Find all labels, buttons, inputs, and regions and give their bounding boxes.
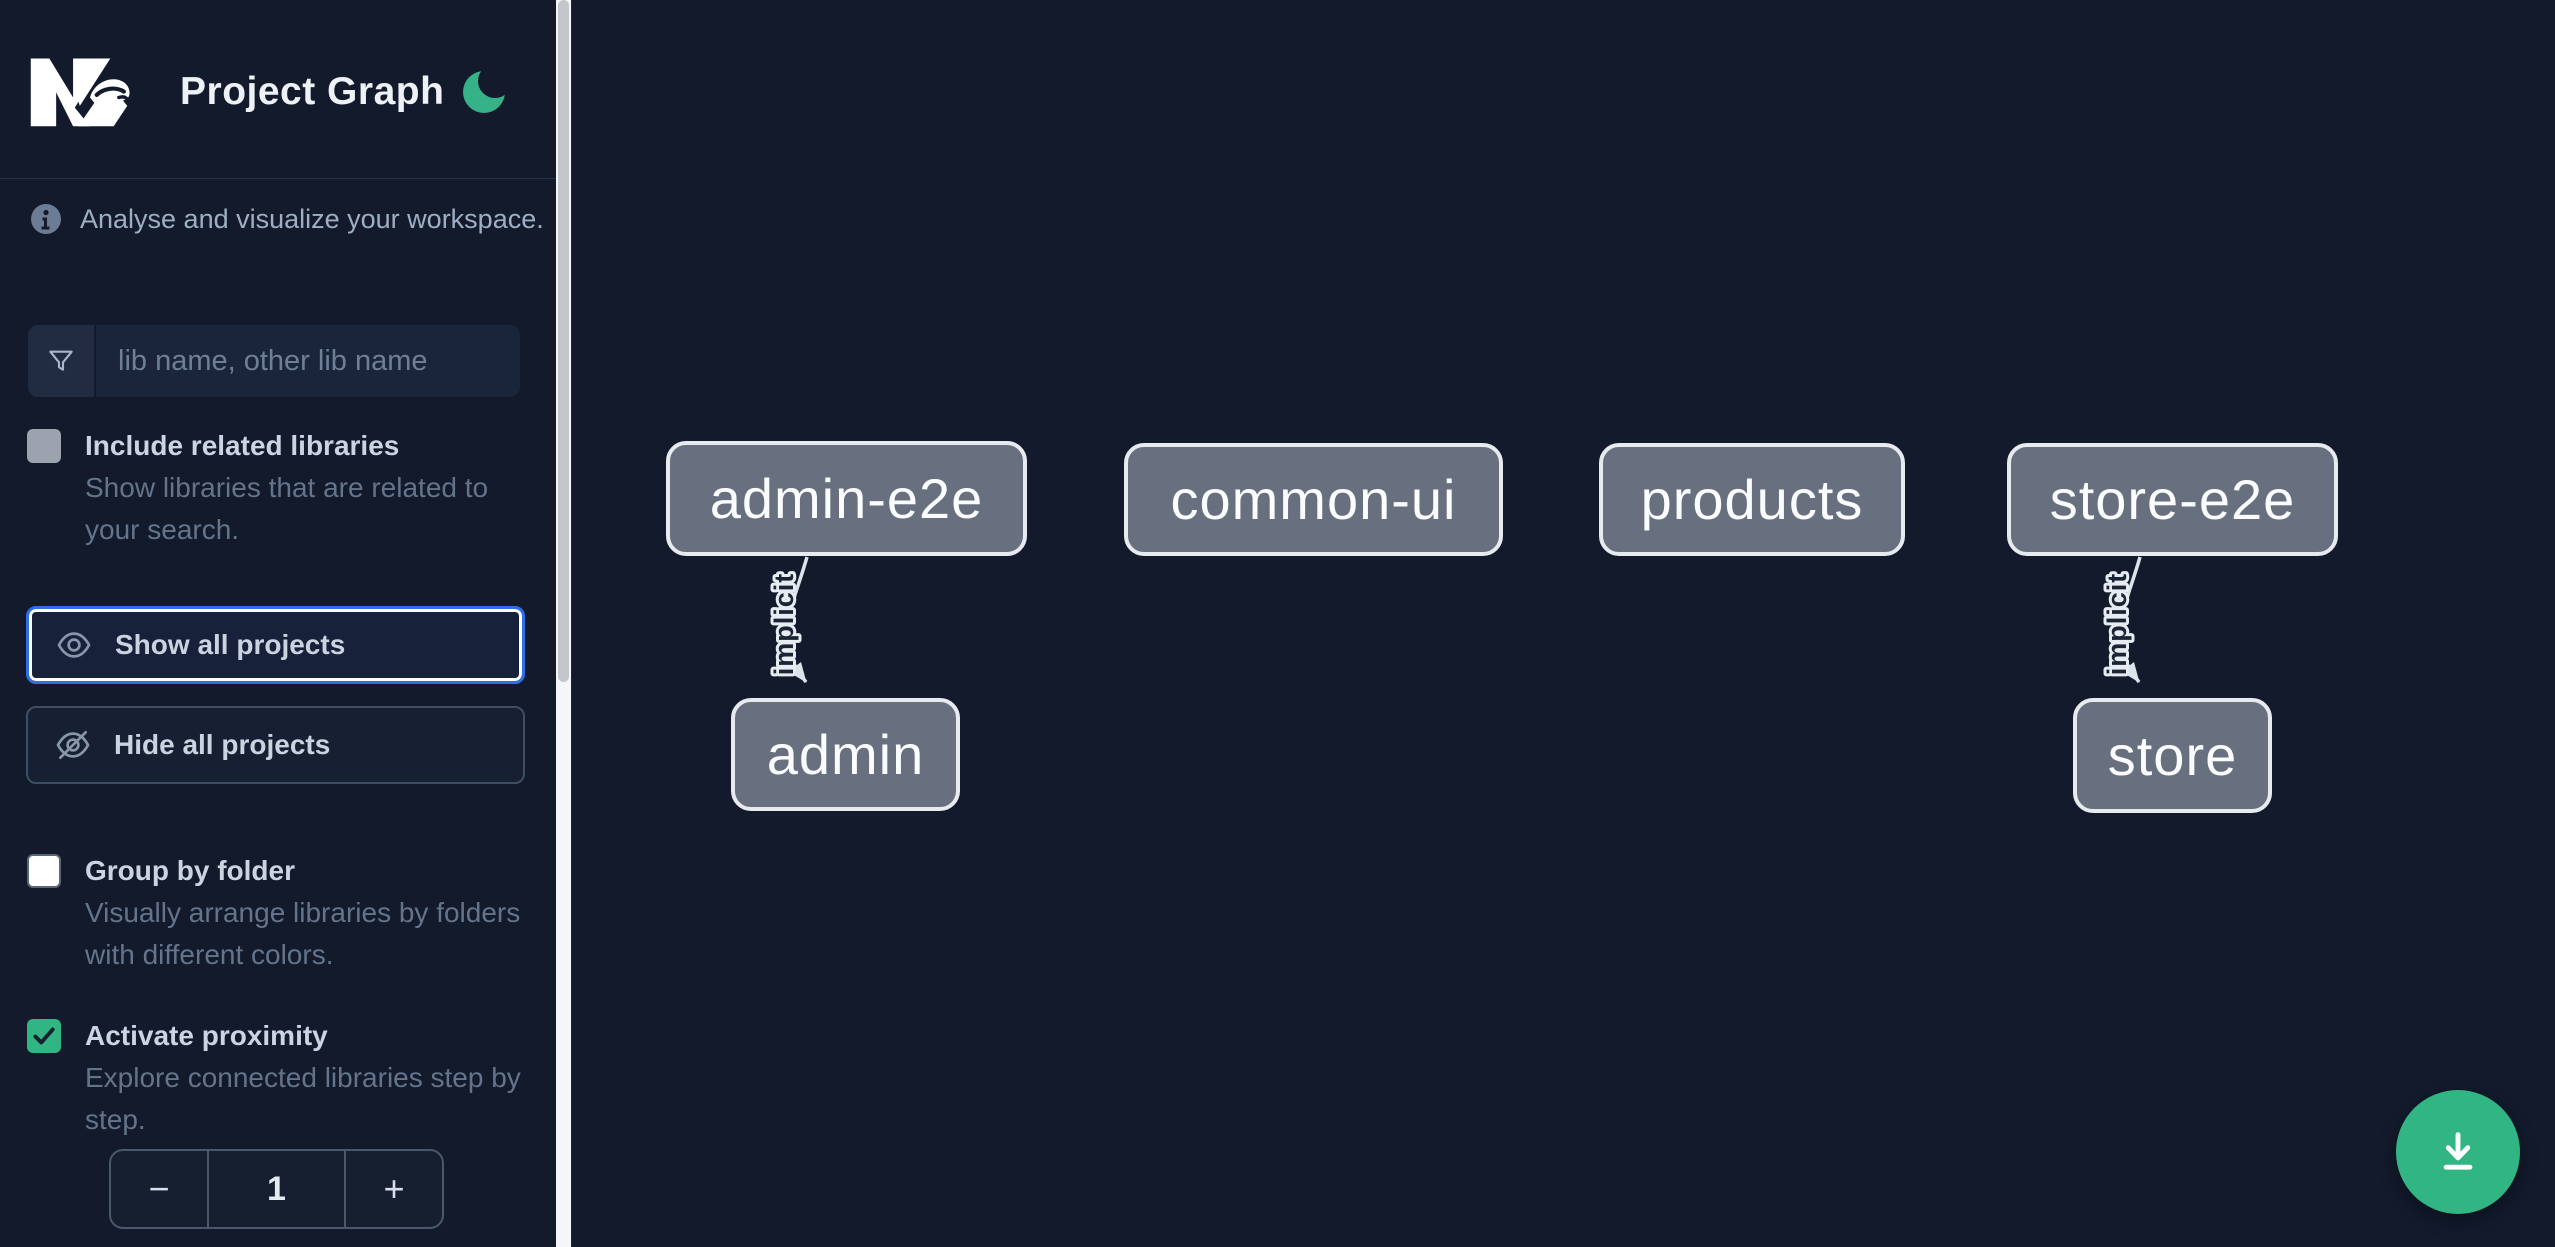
- sidebar-scrollbar-thumb[interactable]: [558, 0, 569, 682]
- sidebar: Project Graph Analyse and visualize your…: [0, 0, 556, 1247]
- toggle-description: Explore connected libraries step by step…: [85, 1062, 521, 1135]
- check-icon: [33, 1027, 55, 1045]
- graph-node-admin-e2e[interactable]: admin-e2e: [666, 441, 1027, 556]
- hide-all-projects-button[interactable]: Hide all projects: [26, 706, 525, 784]
- eye-icon: [57, 632, 91, 658]
- graph-node-store[interactable]: store: [2073, 698, 2272, 813]
- funnel-icon: [49, 350, 73, 371]
- download-graph-button[interactable]: [2396, 1090, 2520, 1214]
- page-title: Project Graph: [180, 70, 445, 113]
- show-all-projects-label: Show all projects: [115, 629, 346, 660]
- graph-canvas[interactable]: [572, 0, 2555, 1247]
- checkbox-include-related[interactable]: [27, 429, 61, 463]
- node-label: common-ui: [1170, 468, 1457, 531]
- workspace-tagline-row: Analyse and visualize your workspace.: [30, 203, 544, 235]
- workspace-tagline: Analyse and visualize your workspace.: [80, 203, 544, 234]
- toggle-label[interactable]: Activate proximity: [85, 1020, 328, 1051]
- checkbox-group-by-folder[interactable]: [27, 854, 61, 888]
- filter-searchbox: [28, 325, 520, 397]
- hide-all-projects-label: Hide all projects: [114, 729, 331, 760]
- checkbox-activate-proximity[interactable]: [27, 1019, 61, 1053]
- toggle-group-by-folder: Group by folder Visually arrange librari…: [27, 850, 527, 976]
- toggle-label[interactable]: Include related libraries: [85, 430, 400, 461]
- graph-node-store-e2e[interactable]: store-e2e: [2007, 443, 2338, 556]
- download-icon: [2443, 1132, 2473, 1170]
- node-label: admin: [766, 723, 925, 786]
- graph-node-products[interactable]: products: [1599, 443, 1905, 556]
- sidebar-header: Project Graph: [0, 0, 556, 179]
- graph-node-admin[interactable]: admin: [731, 698, 960, 811]
- toggle-description: Show libraries that are related to your …: [85, 472, 489, 545]
- eye-off-icon: [56, 730, 90, 760]
- node-label: store-e2e: [2049, 468, 2296, 531]
- node-label: admin-e2e: [709, 467, 984, 530]
- filter-icon-cell: [28, 325, 96, 397]
- info-icon: [31, 204, 61, 234]
- theme-toggle-button[interactable]: [458, 62, 514, 118]
- nx-logo: [30, 58, 131, 127]
- proximity-depth-value: 1: [207, 1151, 346, 1227]
- proximity-depth-stepper: − 1 +: [109, 1149, 444, 1229]
- sidebar-scrollbar-track[interactable]: [556, 0, 572, 1247]
- moon-icon: [463, 64, 512, 113]
- node-label: store: [2107, 724, 2238, 787]
- search-input[interactable]: [96, 325, 520, 397]
- node-label: products: [1640, 468, 1864, 531]
- toggle-label[interactable]: Group by folder: [85, 855, 295, 886]
- show-all-projects-button[interactable]: Show all projects: [26, 606, 525, 684]
- increment-button[interactable]: +: [346, 1151, 442, 1227]
- toggle-description: Visually arrange libraries by folders wi…: [85, 897, 521, 970]
- decrement-button[interactable]: −: [111, 1151, 207, 1227]
- toggle-include-related: Include related libraries Show libraries…: [27, 425, 527, 551]
- graph-node-common-ui[interactable]: common-ui: [1124, 443, 1503, 556]
- toggle-activate-proximity: Activate proximity Explore connected lib…: [27, 1015, 527, 1141]
